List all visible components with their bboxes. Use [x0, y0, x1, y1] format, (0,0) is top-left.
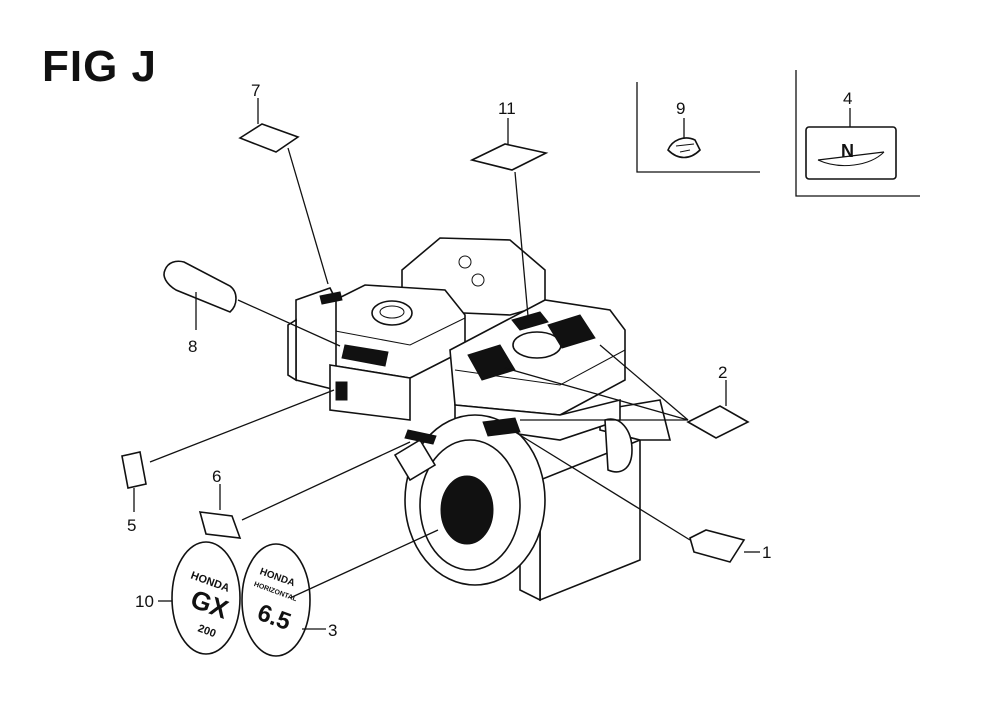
callout-5: 5 [127, 516, 136, 535]
callout-9: 9 [676, 99, 685, 118]
callout-1: 1 [762, 543, 771, 562]
callout-4: 4 [843, 89, 852, 108]
part-4-choke-label[interactable] [805, 108, 897, 180]
callout-11: 11 [498, 99, 516, 118]
callout-3: 3 [328, 621, 337, 640]
inset-box-part-4 [795, 70, 920, 197]
part-1-label[interactable] [514, 431, 760, 563]
callout-2: 2 [718, 363, 727, 382]
part-10-emblem[interactable] [158, 541, 241, 655]
callout-7: 7 [251, 81, 260, 100]
part-3-emblem[interactable] [241, 529, 439, 657]
part-9-clip[interactable] [667, 118, 701, 159]
part-11-label[interactable] [469, 118, 549, 317]
choke-letter: N [841, 141, 854, 161]
emblem-left-model: 200 [196, 623, 217, 641]
callout-8: 8 [188, 337, 197, 356]
callout-6: 6 [212, 467, 221, 486]
part-2-label[interactable] [504, 344, 750, 439]
engine-body [287, 237, 672, 602]
part-5-label[interactable] [121, 389, 335, 512]
figure-title: FIG J [42, 42, 158, 91]
callout-10: 10 [135, 592, 154, 611]
part-6-label[interactable] [198, 441, 411, 539]
part-8-label[interactable] [163, 260, 341, 347]
part-7-label[interactable] [238, 98, 329, 285]
inset-box-part-9 [636, 82, 760, 173]
engine-decals [319, 291, 596, 445]
